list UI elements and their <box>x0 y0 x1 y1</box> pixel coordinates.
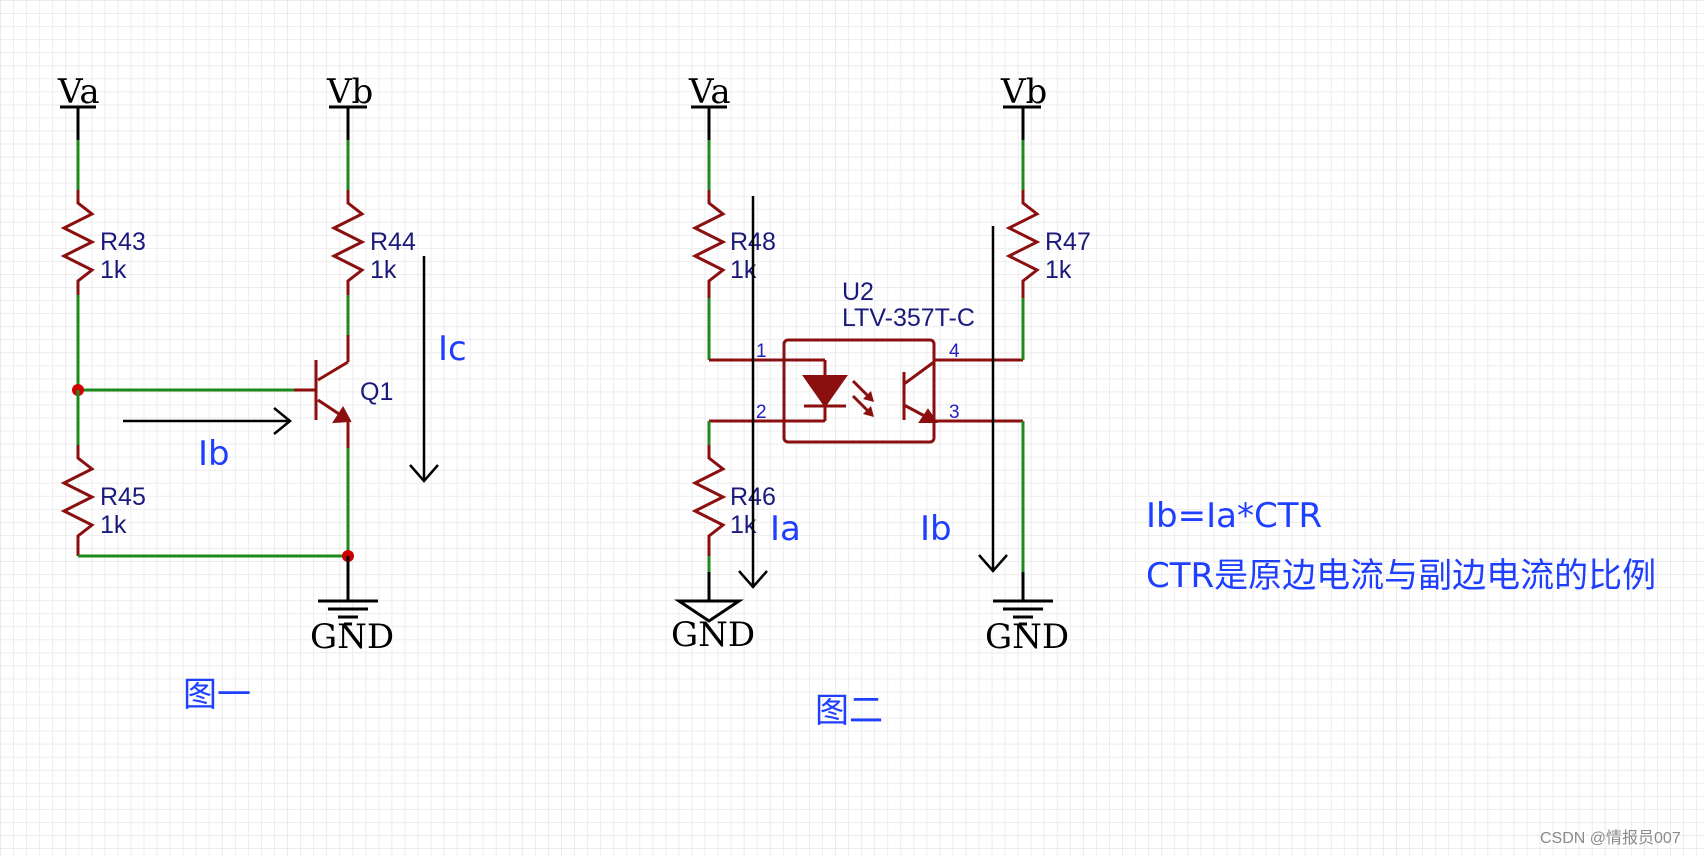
ib-arrow-2 <box>978 226 1008 573</box>
ic-label: Ic <box>438 329 467 369</box>
transistor-q1 <box>294 335 352 448</box>
gnd-label-right: GND <box>985 617 1069 657</box>
figure-2-caption: 图二 <box>815 691 883 731</box>
ctr-formula: Ib=Ia*CTR <box>1146 496 1322 536</box>
ic-arrow <box>409 256 439 483</box>
ia-label: Ia <box>770 509 801 549</box>
r44-ref: R44 <box>370 228 416 256</box>
r43-ref: R43 <box>100 228 146 256</box>
vb-label-2: Vb <box>1000 72 1047 112</box>
resistor-r47 <box>1005 190 1041 298</box>
ia-arrow <box>738 196 768 589</box>
optocoupler-u2 <box>782 338 1023 444</box>
ib-label: Ib <box>198 434 230 474</box>
va-label: Va <box>57 72 100 112</box>
r43-value: 1k <box>100 256 127 284</box>
va-power-port: Va <box>57 72 100 140</box>
gnd-label: GND <box>310 617 394 657</box>
u2-part: LTV-357T-C <box>842 304 975 332</box>
gnd-symbol <box>318 599 378 626</box>
resistor-r48 <box>691 190 727 298</box>
u2-ref: U2 <box>842 278 874 306</box>
r45-value: 1k <box>100 511 127 539</box>
va-power-port: Va <box>688 72 731 140</box>
vb-power-port: Vb <box>1000 72 1047 140</box>
u2-pin-4: 4 <box>949 341 960 362</box>
r47-ref: R47 <box>1045 228 1091 256</box>
ctr-explanation: CTR是原边电流与副边电流的比例 <box>1146 556 1656 596</box>
gnd-symbol-triangle <box>674 599 744 623</box>
r44-value: 1k <box>370 256 397 284</box>
q1-ref: Q1 <box>360 378 393 406</box>
resistor-r44 <box>330 190 366 295</box>
vb-power-port: Vb <box>326 72 373 140</box>
ib-label-2: Ib <box>920 509 952 549</box>
figure-1-caption: 图一 <box>183 675 251 715</box>
figure-2: Va R48 1k R46 1k GND Ia <box>671 72 1091 731</box>
va-label-2: Va <box>688 72 731 112</box>
r47-value: 1k <box>1045 256 1072 284</box>
resistor-r43 <box>60 190 96 295</box>
watermark: CSDN @情报员007 <box>1540 829 1681 847</box>
gnd-symbol <box>993 599 1053 626</box>
ib-arrow <box>123 407 292 435</box>
resistor-r45 <box>60 445 96 556</box>
u2-pin-1: 1 <box>756 341 767 362</box>
figure-1: Va R43 1k R45 1k Vb R44 1k <box>57 72 467 715</box>
vb-label: Vb <box>326 72 373 112</box>
u2-pin-3: 3 <box>949 402 960 423</box>
gnd-label-left: GND <box>671 615 755 655</box>
r45-ref: R45 <box>100 483 146 511</box>
resistor-r46 <box>691 445 727 556</box>
u2-pin-2: 2 <box>756 402 767 423</box>
